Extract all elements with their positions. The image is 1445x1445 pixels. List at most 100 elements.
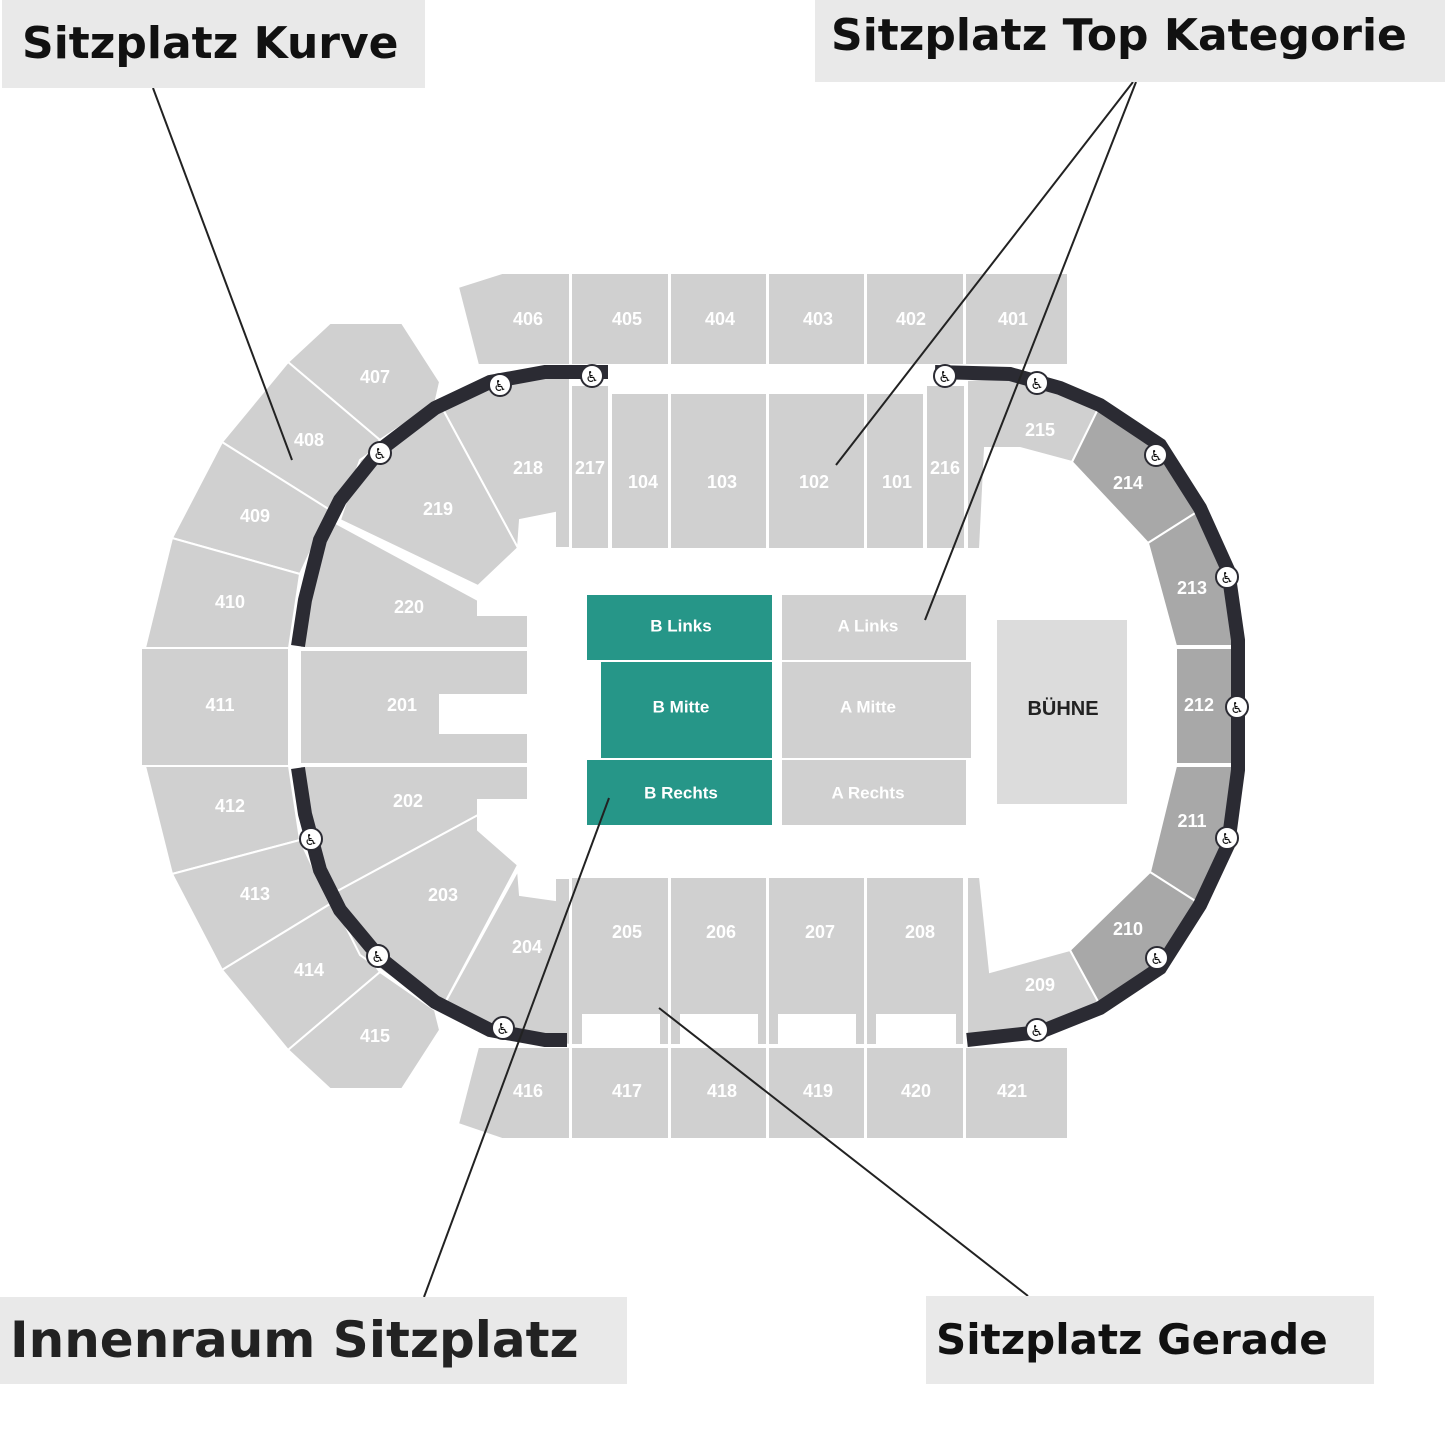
leader-gerade xyxy=(658,1007,1029,1297)
floor-b-links[interactable] xyxy=(587,595,772,660)
label-214: 214 xyxy=(1113,473,1143,493)
section-220[interactable] xyxy=(299,518,529,649)
leader-innen xyxy=(423,797,610,1298)
callout-sitzplatz-top-kategorie: Sitzplatz Top Kategorie xyxy=(815,0,1445,82)
floor-blocks xyxy=(587,595,1127,825)
floor-a-rechts[interactable] xyxy=(782,760,966,825)
wheelchair-icon: ♿ xyxy=(366,944,390,968)
wheelchair-icon: ♿ xyxy=(1215,565,1239,589)
floor-a-mitte[interactable] xyxy=(782,662,971,758)
label-207: 207 xyxy=(805,922,835,942)
section-421[interactable] xyxy=(964,1046,1069,1140)
floor-b-rechts[interactable] xyxy=(587,760,772,825)
label-201: 201 xyxy=(387,695,417,715)
label-a-links: A Links xyxy=(838,617,899,636)
callout-innenraum-sitzplatz: Innenraum Sitzplatz xyxy=(0,1297,627,1384)
wheelchair-icon: ♿ xyxy=(491,1016,515,1040)
label-217: 217 xyxy=(575,458,605,478)
label-401: 401 xyxy=(998,309,1028,329)
label-409: 409 xyxy=(240,506,270,526)
label-204: 204 xyxy=(512,937,542,957)
lower-tier-top xyxy=(570,376,1102,550)
label-406: 406 xyxy=(513,309,543,329)
section-217[interactable] xyxy=(570,384,610,550)
section-104[interactable] xyxy=(610,392,670,550)
label-104: 104 xyxy=(628,472,658,492)
label-408: 408 xyxy=(294,430,324,450)
floor-labels: B Links B Mitte B Rechts A Links A Mitte… xyxy=(644,617,1098,803)
section-401[interactable] xyxy=(964,272,1069,366)
label-415: 415 xyxy=(360,1026,390,1046)
label-413: 413 xyxy=(240,884,270,904)
label-215: 215 xyxy=(1025,420,1055,440)
label-414: 414 xyxy=(294,960,324,980)
svg-text:♿: ♿ xyxy=(493,377,506,395)
label-206: 206 xyxy=(706,922,736,942)
section-403[interactable] xyxy=(767,272,866,366)
label-410: 410 xyxy=(215,592,245,612)
section-404[interactable] xyxy=(669,272,768,366)
callout-leader-lines xyxy=(152,81,1137,1298)
svg-text:♿: ♿ xyxy=(1220,569,1233,587)
svg-text:♿: ♿ xyxy=(373,445,386,463)
label-416: 416 xyxy=(513,1081,543,1101)
upper-tier-top xyxy=(456,272,1069,366)
wheelchair-icon: ♿ xyxy=(1025,1018,1049,1042)
label-405: 405 xyxy=(612,309,642,329)
wheelchair-icon: ♿ xyxy=(1145,946,1169,970)
label-202: 202 xyxy=(393,791,423,811)
leader-top-1 xyxy=(835,81,1134,466)
upper-tier-bottom xyxy=(456,1046,1069,1140)
label-209: 209 xyxy=(1025,975,1055,995)
accessible-spots: ♿ ♿ ♿ ♿ ♿ ♿ ♿ ♿ ♿ ♿ ♿ ♿ ♿ ♿ xyxy=(299,364,1249,1042)
svg-text:♿: ♿ xyxy=(1220,830,1233,848)
section-201[interactable] xyxy=(299,649,529,765)
svg-text:♿: ♿ xyxy=(585,368,598,386)
stage xyxy=(997,620,1127,804)
wheelchair-icon: ♿ xyxy=(1225,695,1249,719)
svg-text:♿: ♿ xyxy=(496,1020,509,1038)
section-205[interactable] xyxy=(570,876,670,1046)
label-210: 210 xyxy=(1113,919,1143,939)
label-208: 208 xyxy=(905,922,935,942)
lower-tier-bottom xyxy=(570,876,1102,1047)
section-103[interactable] xyxy=(669,392,768,550)
section-101[interactable] xyxy=(865,392,925,550)
section-402[interactable] xyxy=(865,272,965,366)
svg-text:♿: ♿ xyxy=(1030,1022,1043,1040)
svg-text:♿: ♿ xyxy=(1149,447,1162,465)
section-102[interactable] xyxy=(767,392,866,550)
section-labels: 406 405 404 403 402 401 407 408 409 410 … xyxy=(205,309,1214,1101)
wheelchair-icon: ♿ xyxy=(1025,371,1049,395)
label-213: 213 xyxy=(1177,578,1207,598)
label-b-links: B Links xyxy=(650,617,711,636)
label-419: 419 xyxy=(803,1081,833,1101)
leader-top-2 xyxy=(924,81,1137,621)
label-418: 418 xyxy=(707,1081,737,1101)
wheelchair-icon: ♿ xyxy=(933,364,957,388)
label-205: 205 xyxy=(612,922,642,942)
section-420[interactable] xyxy=(865,1046,965,1140)
floor-a-links[interactable] xyxy=(782,595,966,660)
section-208[interactable] xyxy=(865,876,965,1046)
floor-b-mitte[interactable] xyxy=(601,662,772,758)
callout-sitzplatz-kurve: Sitzplatz Kurve xyxy=(2,0,425,88)
svg-text:♿: ♿ xyxy=(938,368,951,386)
svg-text:♿: ♿ xyxy=(371,948,384,966)
section-415[interactable] xyxy=(286,970,442,1090)
label-a-mitte: A Mitte xyxy=(840,698,896,717)
section-206[interactable] xyxy=(669,876,768,1046)
section-207[interactable] xyxy=(767,876,866,1046)
label-407: 407 xyxy=(360,367,390,387)
svg-text:♿: ♿ xyxy=(1230,699,1243,717)
label-220: 220 xyxy=(394,597,424,617)
wheelchair-icon: ♿ xyxy=(299,827,323,851)
wheelchair-icon: ♿ xyxy=(488,373,512,397)
wheelchair-icon: ♿ xyxy=(1215,826,1239,850)
label-404: 404 xyxy=(705,309,735,329)
label-403: 403 xyxy=(803,309,833,329)
wheelchair-icon: ♿ xyxy=(368,441,392,465)
label-402: 402 xyxy=(896,309,926,329)
label-a-rechts: A Rechts xyxy=(831,784,904,803)
